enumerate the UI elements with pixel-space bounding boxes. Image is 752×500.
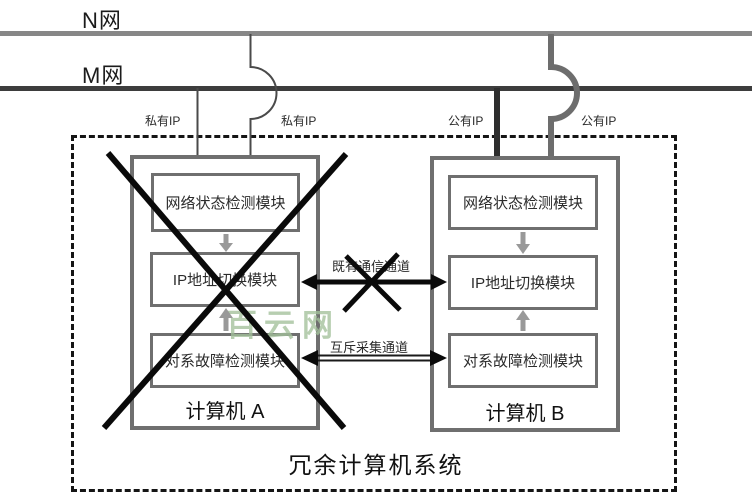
a-module-network-status-label: 网络状态检测模块 bbox=[165, 195, 286, 212]
public-ip-label-1: 公有IP bbox=[448, 114, 484, 128]
private-ip-label-2: 私有IP bbox=[281, 114, 317, 128]
b-module-ip-switch-label: IP地址切换模块 bbox=[470, 275, 576, 292]
system-title: 冗余计算机系统 bbox=[288, 452, 464, 478]
mutex-channel-label: 互斥采集通道 bbox=[329, 340, 408, 355]
watermark-text: 百云网 bbox=[226, 308, 340, 343]
computer-b-title: 计算机 B bbox=[485, 403, 565, 425]
a-module-ip-switch-label: IP地址切换模块 bbox=[172, 272, 278, 289]
redundant-system-dashed-boundary bbox=[71, 135, 677, 492]
b-module-ip-switch: IP地址切换模块 bbox=[448, 255, 598, 310]
a-module-peer-fault-label: 对系故障检测模块 bbox=[164, 353, 285, 370]
b-module-peer-fault-detection: 对系故障检测模块 bbox=[448, 333, 598, 388]
b-module-network-status-label: 网络状态检测模块 bbox=[462, 195, 583, 212]
private-ip-label-1: 私有IP bbox=[145, 114, 181, 128]
a-module-network-status-detection: 网络状态检测模块 bbox=[151, 173, 300, 232]
computer-a-title: 计算机 A bbox=[185, 401, 265, 423]
n-network-bus-line bbox=[0, 31, 752, 36]
m-network-bus-line bbox=[0, 86, 752, 91]
existing-channel-label: 既有通信通道 bbox=[331, 259, 410, 274]
n-network-label: N网 bbox=[82, 8, 122, 33]
b-module-peer-fault-label: 对系故障检测模块 bbox=[462, 353, 583, 370]
a-module-ip-switch: IP地址切换模块 bbox=[150, 252, 300, 307]
m-network-label: M网 bbox=[82, 63, 125, 88]
public-ip-label-2: 公有IP bbox=[581, 114, 617, 128]
b-module-network-status-detection: 网络状态检测模块 bbox=[448, 175, 598, 230]
